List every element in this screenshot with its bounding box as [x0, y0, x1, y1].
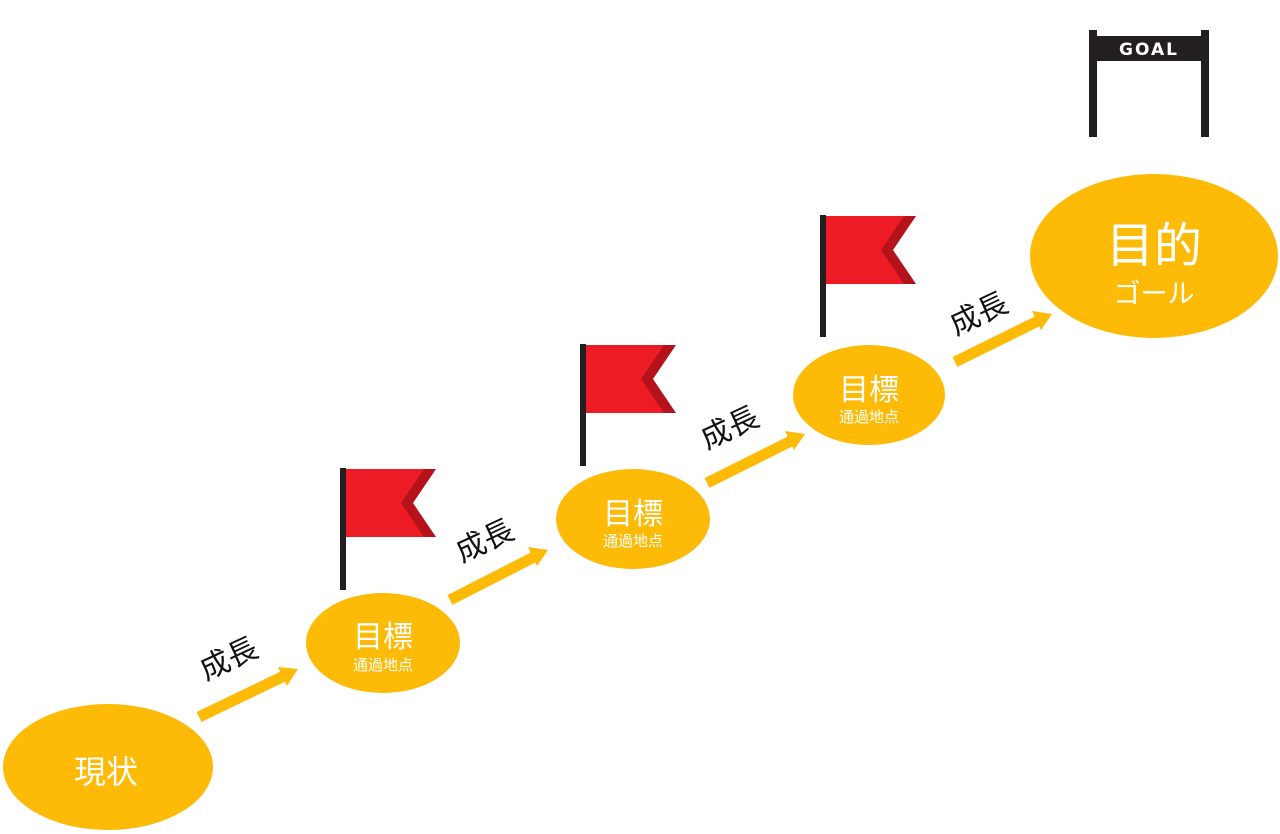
milestone-node-2: 目標 通過地点: [556, 469, 710, 569]
growth-label-1: 成長: [194, 631, 263, 688]
milestone-subtitle: 通過地点: [839, 408, 899, 426]
growth-arrow-1: [196, 667, 298, 722]
goal-gate-icon: GOAL: [1089, 30, 1209, 137]
growth-arrow-3: [704, 431, 805, 488]
growth-label-2: 成長: [450, 513, 519, 570]
red-flag-icon: [580, 344, 676, 466]
growth-arrow-2: [447, 547, 548, 605]
milestone-subtitle: 通過地点: [353, 656, 413, 674]
milestone-title: 目標: [839, 373, 899, 408]
goal-banner-text: GOAL: [1119, 40, 1179, 60]
start-node: 現状: [3, 704, 213, 830]
red-flag-icon: [340, 468, 436, 590]
start-label: 現状: [74, 753, 138, 791]
red-flag-icon: [820, 215, 916, 337]
growth-label-3: 成長: [695, 400, 764, 457]
milestone-node-1: 目標 通過地点: [306, 593, 460, 693]
goal-node: 目的 ゴール: [1030, 174, 1278, 338]
growth-arrow-4: [952, 311, 1052, 367]
goal-subtitle: ゴール: [1114, 279, 1195, 310]
milestone-subtitle: 通過地点: [603, 532, 663, 550]
milestone-title: 目標: [353, 620, 413, 655]
goal-title: 目的: [1106, 218, 1202, 274]
milestone-title: 目標: [603, 497, 663, 532]
milestone-node-3: 目標 通過地点: [793, 345, 945, 445]
